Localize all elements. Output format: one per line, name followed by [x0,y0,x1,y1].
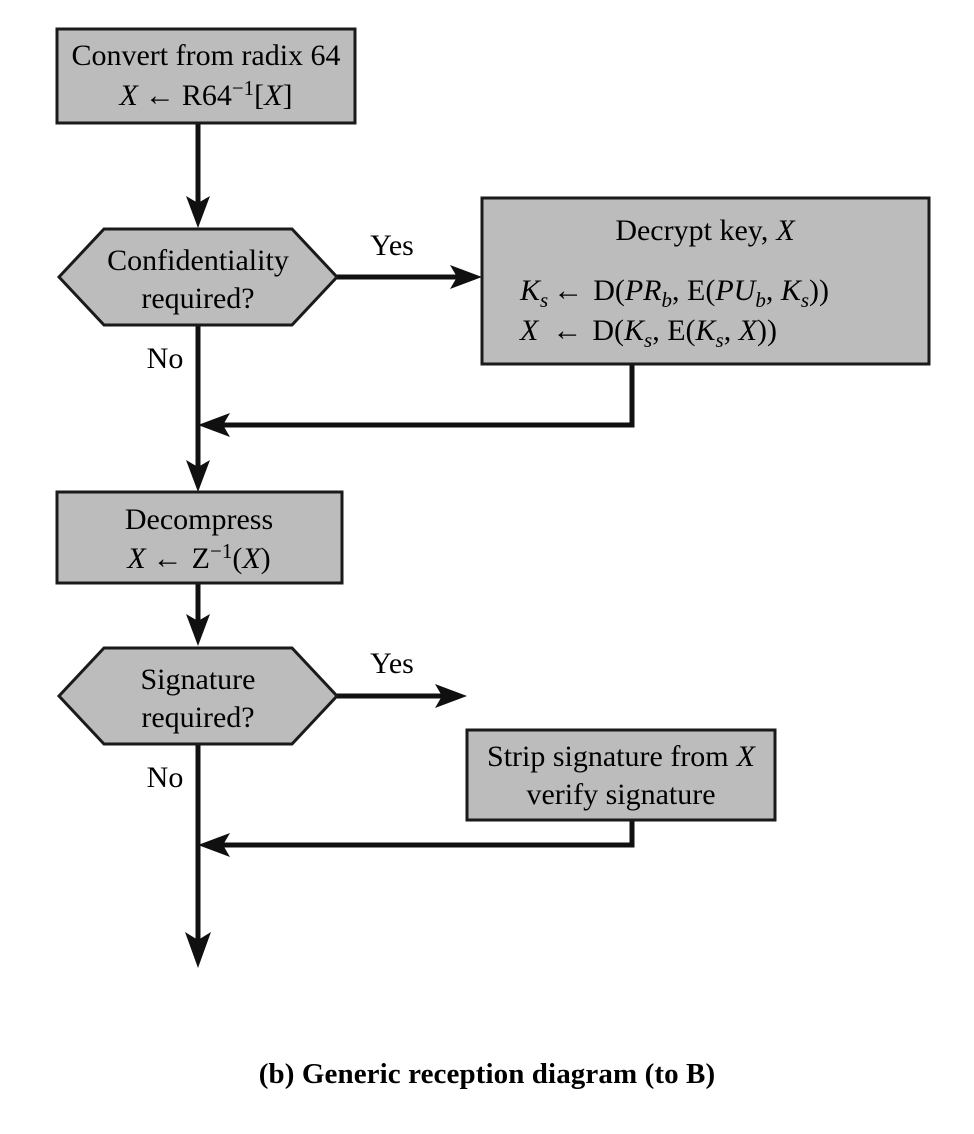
edge-label-signature-yes: Yes [370,647,414,680]
convert-radix-formula: X←R64−1[X] [118,76,292,112]
confidentiality-line1: Confidentiality [107,244,289,277]
confidentiality-line2: required? [141,282,254,315]
edge-convert-to-confidentiality [186,123,210,228]
edge-decrypt-to-merge [198,364,635,437]
node-signature-decision[interactable]: Signature required? [56,646,340,746]
edge-merge-to-output [185,845,211,968]
signature-line1: Signature [141,663,256,696]
decompress-formula: X←Z−1(X) [126,539,270,575]
decrypt-key-title: Decrypt key,X [615,214,796,247]
edge-confidentiality-yes-to-decrypt [337,265,482,289]
edge-label-signature-no: No [147,761,184,794]
convert-radix-line1: Convert from radix 64 [71,39,340,72]
edge-label-confidentiality-yes: Yes [370,229,414,262]
edge-signature-yes-to-strip [337,684,467,708]
node-decrypt-key[interactable]: Decrypt key,X Ks←D(PRb, E(PUb, Ks)) X←D(… [480,196,931,366]
node-confidentiality-decision[interactable]: Confidentiality required? [56,227,340,327]
figure-caption: (b) Generic reception diagram (to B) [258,1058,716,1090]
signature-line2: required? [141,701,254,734]
edge-merge-to-decompress [186,425,210,492]
decrypt-key-formula-2: X←D(Ks, E(Ks, X)) [519,314,777,352]
edge-label-confidentiality-no: No [147,342,184,375]
decrypt-key-formula-1: Ks←D(PRb, E(PUb, Ks)) [519,274,829,312]
edge-decompress-to-signature [186,583,210,646]
node-decompress[interactable]: Decompress X←Z−1(X) [55,490,344,585]
decompress-line1: Decompress [125,503,273,536]
node-convert-radix[interactable]: Convert from radix 64 X←R64−1[X] [55,27,357,125]
strip-signature-line2: verify signature [526,778,715,811]
